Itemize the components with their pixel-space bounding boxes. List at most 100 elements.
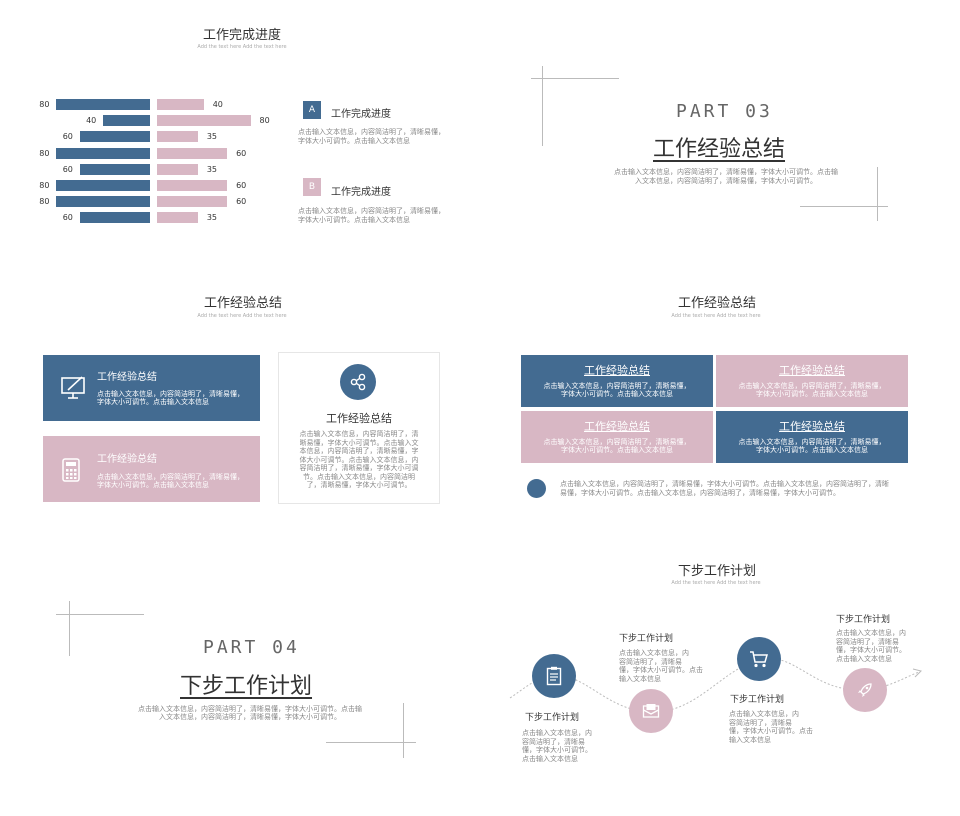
bar-right: [157, 115, 251, 127]
grid-footer-text2: 易懂，字体大小可调节。点击输入文本信息，内容简洁明了，清晰易懂，字体大小可调节。: [560, 489, 840, 497]
bar-left: [103, 115, 150, 127]
bullet-dot: [527, 479, 546, 498]
text-line: 晰易懂，字体大小可调节。点击输入文: [299, 438, 419, 447]
grid-cell-3-title: 工作经验总结: [584, 420, 650, 433]
slide4-subtitle: Add the text here Add the text here: [671, 313, 761, 319]
slide1-subtitle: Add the text here Add the text here: [197, 44, 287, 50]
card-text: 点击输入文本信息，内容简洁明了，清晰易懂，字体大小可调节。点击输入文本信息，内容…: [289, 430, 429, 490]
corner-line-v: [542, 66, 543, 146]
bar-right-value: 35: [206, 213, 218, 223]
slide3-subtitle: Add the text here Add the text here: [197, 313, 287, 319]
text-line: 懂，字体大小可调节。点击: [619, 666, 703, 674]
step3-circle: [737, 637, 781, 681]
text-line: 容简洁明了，清晰易: [729, 718, 792, 727]
grid-cell-2-title: 工作经验总结: [779, 364, 845, 377]
grid-cell-4-text1: 点击输入文本信息，内容简洁明了，清晰易懂，: [738, 438, 886, 446]
grid-cell-4-text2: 字体大小可调节。点击输入文本信息: [756, 446, 868, 454]
grid-cell-2-text2: 字体大小可调节。点击输入文本信息: [756, 390, 868, 398]
badge-b: B: [303, 178, 321, 196]
grid-footer-text1: 点击输入文本信息，内容简洁明了，清晰易懂，字体大小可调节。点击输入文本信息，内容…: [560, 480, 889, 488]
badge-a: A: [303, 101, 321, 119]
bar-left: [79, 131, 150, 143]
bar-right-value: 35: [206, 132, 218, 142]
part03-label: PART 03: [676, 101, 773, 122]
text-line: 容简洁明了，清晰易: [619, 657, 682, 666]
box1-title: 工作经验总结: [97, 372, 157, 383]
text-line: 输入文本信息: [619, 674, 661, 683]
grid-cell-1-text2: 字体大小可调节。点击输入文本信息: [561, 390, 673, 398]
bar-right-value: 40: [212, 100, 223, 109]
text-line: 点击输入文本信息: [522, 754, 578, 763]
rocket-icon: [858, 683, 872, 697]
bar-left-value: 80: [39, 100, 50, 109]
item-a-text1: 点击输入文本信息，内容简洁明了，清晰易懂，: [298, 128, 445, 136]
grid-cell-3-text1: 点击输入文本信息，内容简洁明了，清晰易懂，: [543, 438, 691, 446]
text-line: 懂，字体大小可调节。: [522, 746, 592, 754]
bar-left-value: 80: [39, 181, 50, 190]
box2-text1: 点击输入文本信息，内容简洁明了，清晰易懂，: [97, 473, 244, 481]
mail-icon: [642, 704, 660, 718]
text-line: 容简洁明了，清晰易懂，字体大小可调: [299, 464, 419, 472]
slide3-title: 工作经验总结: [203, 296, 282, 311]
corner-line-h4: [326, 742, 416, 743]
bar-right: [157, 147, 228, 159]
bar-left: [56, 180, 150, 191]
corner-line-h: [531, 78, 619, 79]
monitor-icon: [61, 376, 85, 399]
box2-text2: 字体大小可调节。点击输入文本信息: [97, 481, 209, 489]
slide1-title: 工作完成进度: [202, 28, 281, 43]
grid-cell-4: 工作经验总结 点击输入文本信息，内容简洁明了，清晰易懂， 字体大小可调节。点击输…: [716, 411, 908, 463]
item-b-heading: 工作完成进度: [331, 187, 391, 198]
corner-line-h3: [56, 614, 144, 615]
share-icon: [350, 373, 366, 391]
text-line: 点击输入文本信息，内: [729, 710, 799, 718]
step3-text: 点击输入文本信息，内容简洁明了，清晰易懂，字体大小可调节。点击输入文本信息: [729, 710, 813, 744]
part04-title: 下步工作计划: [180, 674, 313, 699]
text-line: 体大小可调节。点击输入文本信息，内: [299, 455, 419, 464]
part04-label: PART 04: [203, 637, 300, 658]
item-b-text2: 字体大小可调节。点击输入文本信息: [298, 216, 410, 224]
step4-text: 点击输入文本信息，内容简洁明了，清晰易懂，字体大小可调节。点击输入文本信息: [836, 629, 906, 663]
text-line: 懂，字体大小可调节。点击: [729, 727, 813, 735]
item-b-text1: 点击输入文本信息，内容简洁明了，清晰易懂，: [298, 207, 445, 215]
step2-circle: [629, 689, 673, 733]
part03-title: 工作经验总结: [653, 137, 786, 162]
text-line: 了，清晰易懂，字体大小可调节。: [306, 481, 412, 489]
clipboard-icon: [546, 666, 562, 686]
text-line: 点击输入文本信息，内: [619, 649, 689, 657]
text-line: 本信息，内容简洁明了，清晰易懂，字: [299, 447, 419, 455]
box2-title: 工作经验总结: [97, 454, 157, 465]
bar-right-value: 60: [236, 148, 247, 158]
bar-right: [157, 180, 228, 191]
text-line: 点击输入文本信息，内容简洁明了，清: [299, 430, 419, 438]
slide6-subtitle: Add the text here Add the text here: [671, 580, 761, 586]
grid-cell-3-text2: 字体大小可调节。点击输入文本信息: [561, 446, 673, 454]
step1-title: 下步工作计划: [525, 713, 580, 723]
bar-left: [56, 196, 150, 208]
step4-circle: [843, 668, 887, 712]
cart-icon: [750, 651, 768, 668]
summary-card: 工作经验总结 点击输入文本信息，内容简洁明了，清晰易懂，字体大小可调节。点击输入…: [278, 352, 440, 504]
part03-text2: 入文本信息，内容简洁明了，清晰易懂，字体大小可调节。: [635, 177, 817, 185]
grid-cell-1: 工作经验总结 点击输入文本信息，内容简洁明了，清晰易懂， 字体大小可调节。点击输…: [521, 355, 713, 407]
bar-right: [157, 99, 204, 110]
bar-right-value: 60: [236, 197, 247, 207]
slide6-title: 下步工作计划: [677, 564, 756, 579]
text-line: 点击输入文本信息，内: [522, 729, 592, 737]
summary-box-pink: 工作经验总结 点击输入文本信息，内容简洁明了，清晰易懂， 字体大小可调节。点击输…: [43, 436, 260, 502]
bar-left: [56, 147, 150, 159]
share-icon-circle: [340, 364, 376, 400]
step1-circle: [532, 654, 576, 698]
text-line: 输入文本信息: [729, 735, 771, 744]
text-line: 节。点击输入文本信息，内容简洁明: [303, 472, 415, 481]
bar-left-value: 60: [62, 213, 73, 223]
grid-cell-1-title: 工作经验总结: [584, 364, 650, 377]
bar-left: [79, 212, 150, 224]
step1-text: 点击输入文本信息，内容简洁明了，清晰易懂，字体大小可调节。点击输入文本信息: [522, 729, 592, 763]
grid-cell-3: 工作经验总结 点击输入文本信息，内容简洁明了，清晰易懂， 字体大小可调节。点击输…: [521, 411, 713, 463]
corner-line-h2: [800, 206, 888, 207]
grid-cell-1-text1: 点击输入文本信息，内容简洁明了，清晰易懂，: [543, 382, 691, 390]
step4-title: 下步工作计划: [836, 615, 891, 625]
step2-text: 点击输入文本信息，内容简洁明了，清晰易懂，字体大小可调节。点击输入文本信息: [619, 649, 703, 683]
text-line: 点击输入文本信息: [836, 654, 892, 663]
